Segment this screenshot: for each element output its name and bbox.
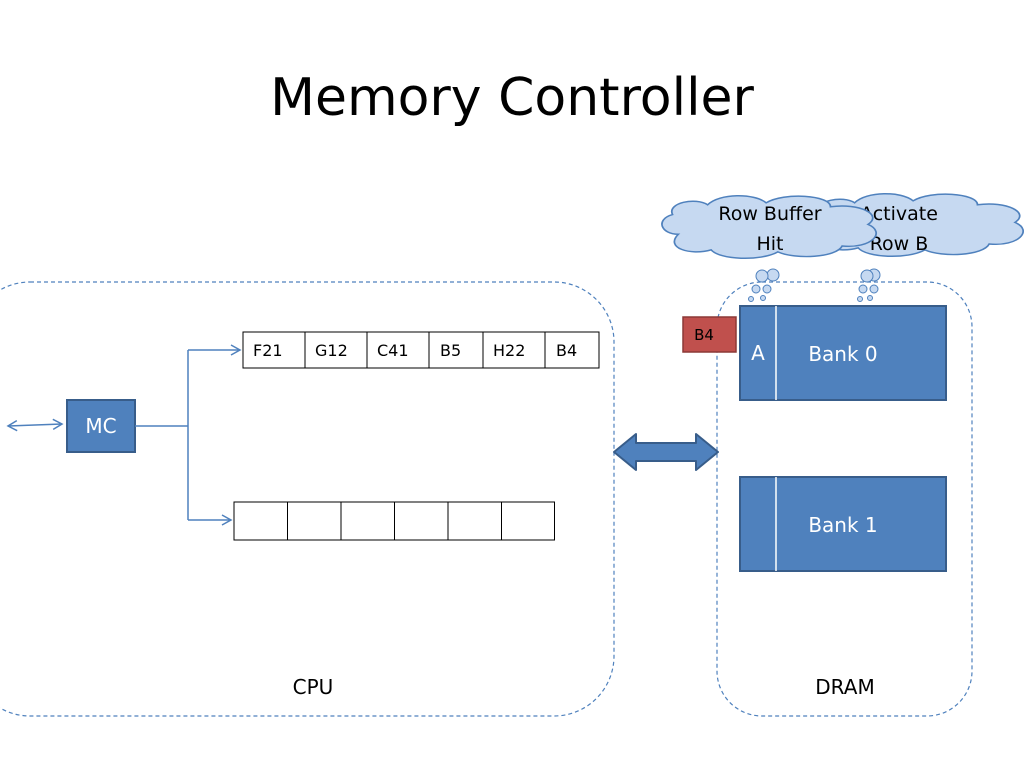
queue-cell-label: B5 (440, 341, 461, 360)
dram-label: DRAM (815, 675, 874, 699)
cloud-dots-back (857, 268, 881, 302)
row-buffer-label: A (751, 341, 765, 365)
queue-cell (501, 501, 555, 541)
incoming-request-label: B4 (694, 326, 714, 344)
bottom-request-queue (233, 501, 555, 541)
cloud-dots-front (748, 268, 780, 302)
mc-queue-connector (135, 350, 189, 520)
dram-region (716, 281, 973, 717)
queue-cell: H22 (482, 331, 546, 369)
queue-cell-label: F21 (253, 341, 283, 360)
queue-cell (287, 501, 342, 541)
queue-cell (233, 501, 288, 541)
row-buffer-hit-cloud: Row Buffer Hit (661, 194, 878, 260)
queue-cell: B4 (544, 331, 600, 369)
memory-bus-arrow (613, 433, 719, 471)
top-request-queue: F21 G12 C41 B5 H22 B4 (242, 331, 600, 369)
queue-cell: F21 (242, 331, 306, 369)
bank-0: A Bank 0 (739, 305, 947, 401)
queue-cell (447, 501, 502, 541)
cpu-region (0, 281, 615, 717)
queue-cell: B5 (428, 331, 484, 369)
bank-1: Bank 1 (739, 476, 947, 572)
mc-external-connector (6, 418, 64, 432)
queue-cell-label: H22 (493, 341, 525, 360)
queue-cell-label: G12 (315, 341, 348, 360)
queue-cell (394, 501, 449, 541)
incoming-request: B4 (682, 316, 737, 353)
queue-cell (340, 501, 395, 541)
bank-label: Bank 1 (808, 513, 877, 537)
queue-cell: G12 (304, 331, 368, 369)
cpu-label: CPU (293, 675, 334, 699)
cloud-line-2: Row B (870, 233, 929, 255)
queue-cell: C41 (366, 331, 430, 369)
cloud-line-2: Hit (756, 233, 783, 255)
cloud-line-1: Activate (860, 203, 938, 225)
slide-title: Memory Controller (270, 68, 754, 128)
cloud-line-1: Row Buffer (718, 203, 821, 225)
activate-row-cloud: Activate Row B (808, 192, 1024, 258)
mc-box (66, 399, 136, 453)
mc-label: MC (85, 414, 116, 438)
queue-cell-label: B4 (556, 341, 577, 360)
bank-label: Bank 0 (808, 342, 877, 366)
queue-cell-label: C41 (377, 341, 409, 360)
